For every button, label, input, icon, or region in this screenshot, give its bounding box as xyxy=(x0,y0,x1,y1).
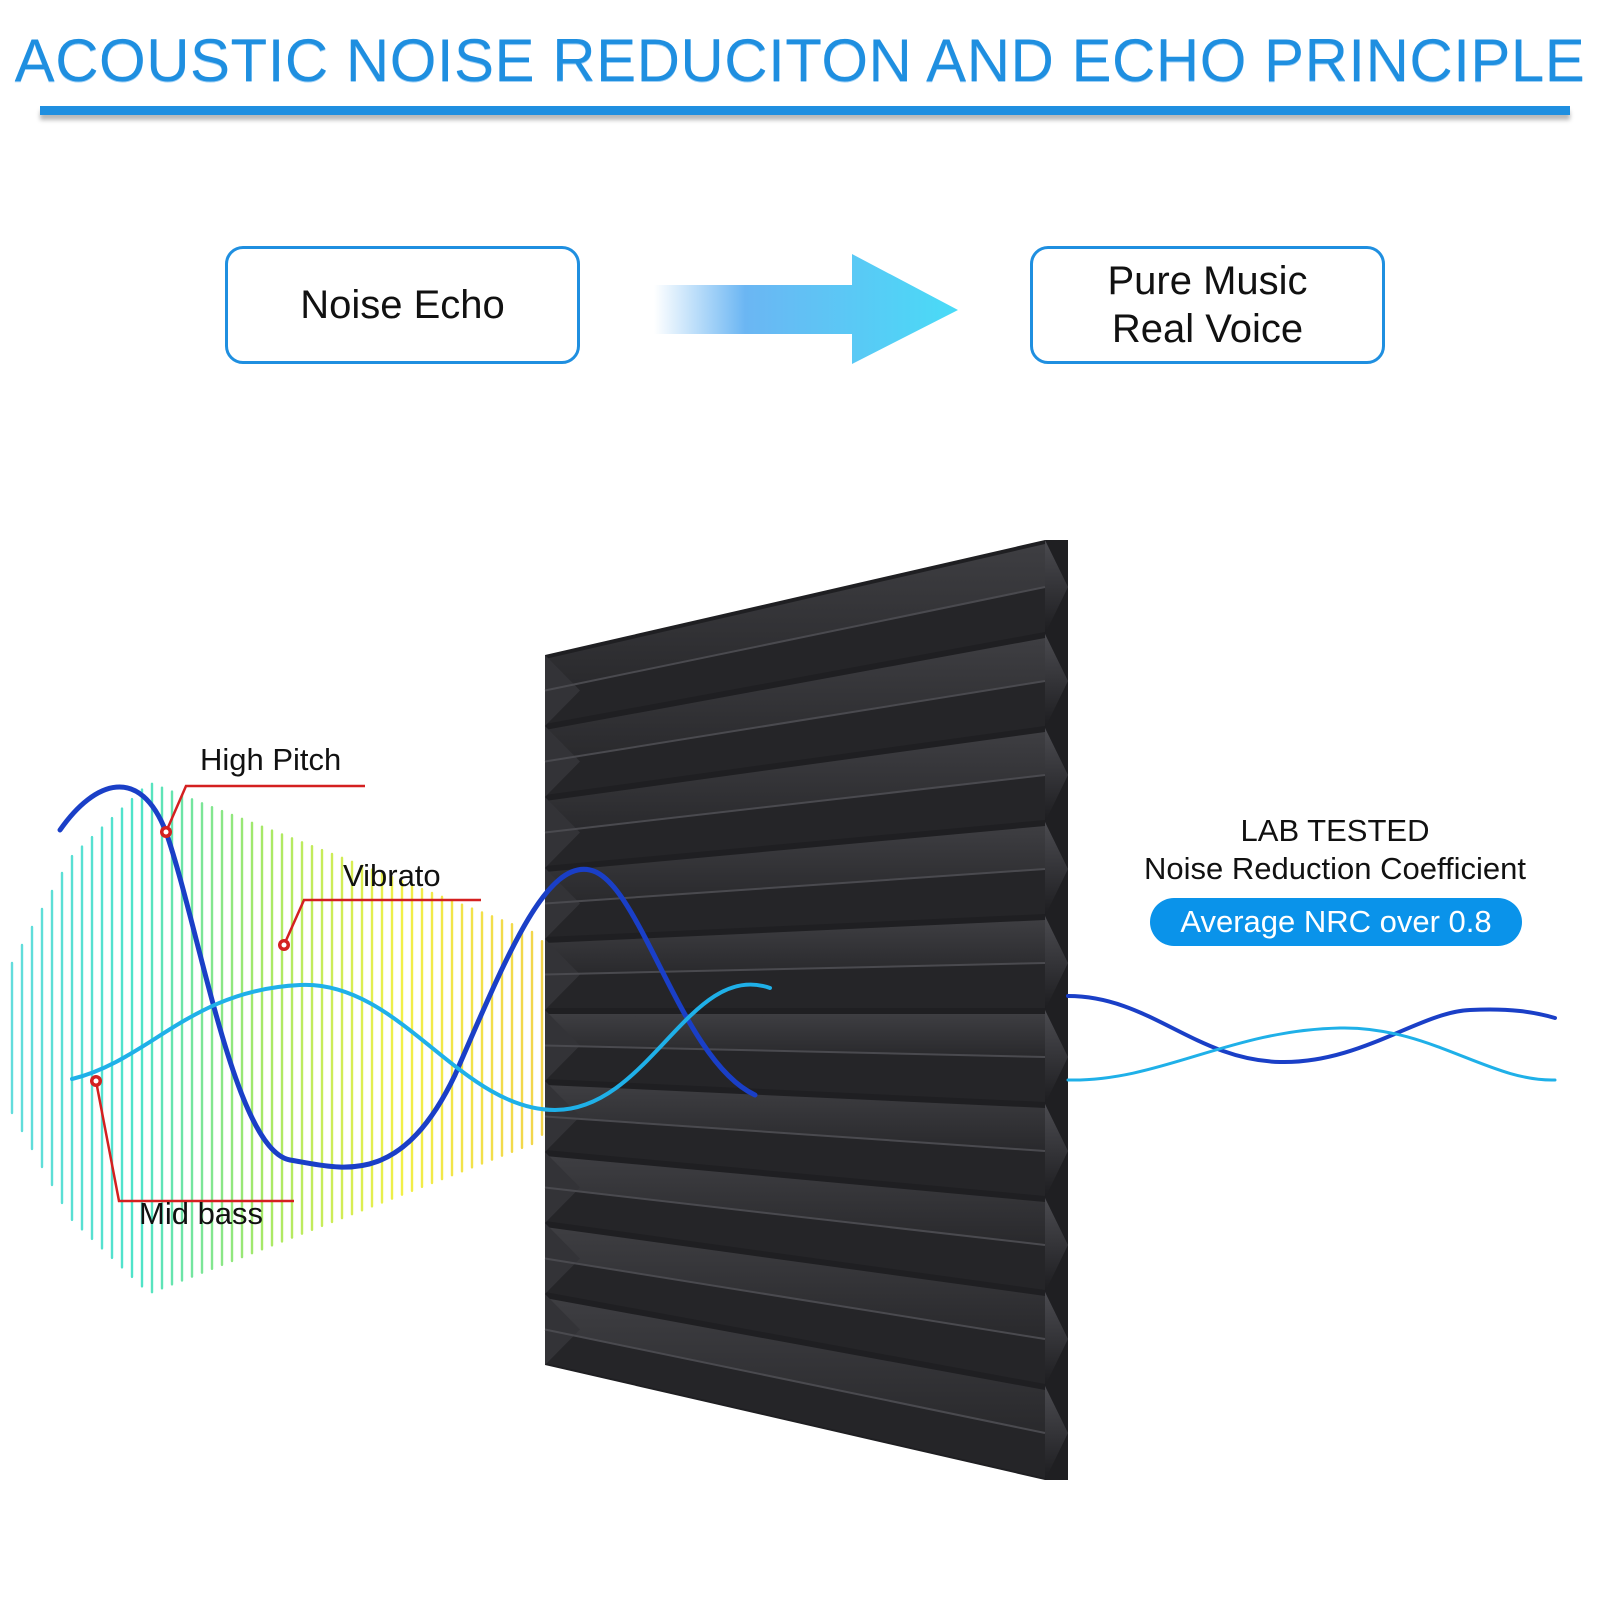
foam-wedge-top xyxy=(545,1227,1045,1339)
reduced-wave-light xyxy=(1066,1026,1557,1082)
high-pitch-label: High Pitch xyxy=(200,742,342,777)
nrc-badge-text: Average NRC over 0.8 xyxy=(1180,904,1492,939)
foam-ridge xyxy=(544,680,1046,763)
foam-wedge-edge xyxy=(545,655,580,726)
foam-ridge xyxy=(544,1044,1046,1058)
foam-wedge-edge xyxy=(545,1152,580,1223)
foam-wedge-bottom xyxy=(545,963,1045,1008)
foam-wedge-bevel xyxy=(1045,540,1068,634)
foam-ridge xyxy=(544,774,1046,834)
foam-wedge-bevel xyxy=(1045,728,1068,822)
vibrato-wave xyxy=(70,982,772,1113)
foam-wedge-bottom xyxy=(545,1045,1045,1102)
noise-echo-box: Noise Echo xyxy=(225,246,580,364)
foam-wedge-bevel xyxy=(1045,822,1068,916)
foam-wedge-bevel xyxy=(1045,1104,1068,1198)
foam-wedge-bevel xyxy=(1045,916,1068,1010)
foam-wedge-bevel xyxy=(1045,1292,1068,1386)
high-pitch-callout xyxy=(160,784,365,838)
foam-wedge-bottom xyxy=(545,1187,1045,1290)
foam-wedge-edge xyxy=(545,797,580,868)
foam-wedge-bottom xyxy=(545,1329,1045,1478)
foam-wedge-bottom xyxy=(545,1258,1045,1384)
foam-wedge-bevel xyxy=(1045,634,1068,728)
foam-wedge-edge xyxy=(545,1294,580,1365)
foam-wedge-bottom xyxy=(545,869,1045,937)
foam-wedge-edge xyxy=(545,1223,580,1294)
foam-wedge-bottom xyxy=(545,775,1045,866)
page-title: ACOUSTIC NOISE REDUCITON AND ECHO PRINCI… xyxy=(14,27,1586,94)
pure-music-label: Pure Music xyxy=(1107,259,1308,303)
foam-ridge xyxy=(544,1257,1046,1340)
foam-ridge xyxy=(544,1328,1046,1434)
mid-bass-callout xyxy=(90,1075,294,1203)
foam-wedge-top xyxy=(545,1298,1045,1433)
foam-wedge-bevel xyxy=(1045,1386,1068,1480)
foam-ridge xyxy=(544,586,1046,692)
foam-wedge-top xyxy=(545,920,1045,975)
noise-echo-label: Noise Echo xyxy=(300,283,505,327)
foam-wedge-bottom xyxy=(545,681,1045,795)
nrc-badge: Average NRC over 0.8 xyxy=(1150,898,1522,946)
foam-wedge-bottom xyxy=(545,1116,1045,1196)
title-underline xyxy=(40,106,1570,115)
foam-wedge-top xyxy=(545,638,1045,762)
foam-wedge-bottom xyxy=(545,587,1045,724)
vibrato-callout xyxy=(278,898,481,951)
foam-wedge-top xyxy=(545,732,1045,833)
foam-wedge-top xyxy=(545,1014,1045,1057)
foam-wedge-top xyxy=(545,1085,1045,1151)
foam-wedge-top xyxy=(545,544,1045,691)
foam-ridge xyxy=(544,962,1046,976)
real-voice-label: Real Voice xyxy=(1111,307,1304,351)
foam-ridge xyxy=(544,868,1046,905)
foam-wedge-edge xyxy=(545,1081,580,1152)
mid-bass-label: Mid bass xyxy=(139,1196,264,1231)
acoustic-foam-panel-icon xyxy=(544,540,1068,1480)
nrc-label: Noise Reduction Coefficient xyxy=(1144,851,1526,886)
pure-music-box: Pure Music Real Voice xyxy=(1030,246,1385,364)
foam-wedge-edge xyxy=(545,726,580,797)
flow-arrow-icon xyxy=(654,254,958,364)
lab-tested-block: LAB TESTED Noise Reduction Coefficient xyxy=(1115,812,1555,888)
lab-tested-label: LAB TESTED xyxy=(1240,813,1430,848)
reduced-wave-dark xyxy=(1066,994,1557,1065)
foam-wedge-top xyxy=(545,1156,1045,1245)
vibrato-label: Vibrato xyxy=(343,858,441,893)
foam-wedge-top xyxy=(545,826,1045,904)
foam-wedge-bevel xyxy=(1045,1010,1068,1104)
foam-ridge xyxy=(544,1115,1046,1152)
foam-wedge-bevel xyxy=(1045,1198,1068,1292)
foam-ridge xyxy=(544,1186,1046,1246)
